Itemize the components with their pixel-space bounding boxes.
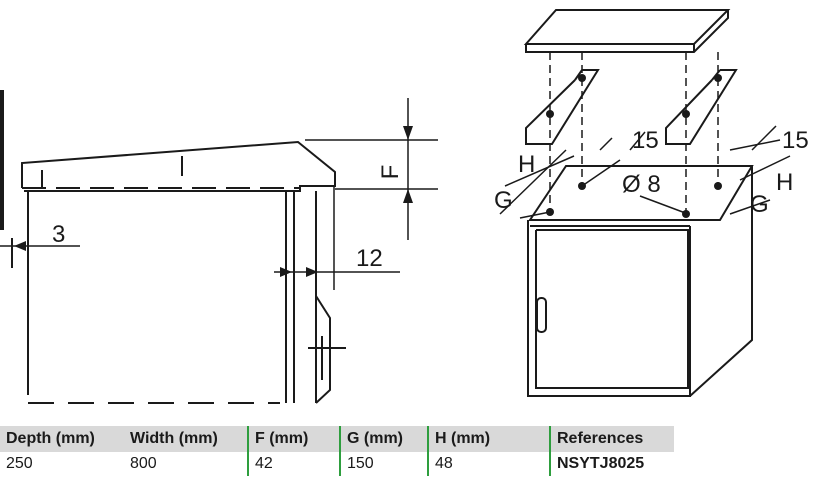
header-h: H (mm) [427,426,550,452]
dim-label-g-left: G [494,187,513,214]
dim-label-f: F [377,165,404,180]
dim-label-h-right: H [776,169,793,196]
dim-label-diameter: Ø 8 [622,171,661,198]
cell-reference: NSYTJ8025 [549,452,674,476]
header-width: Width (mm) [124,426,248,452]
dim-label-12: 12 [356,245,383,272]
cell-f: 42 [247,452,340,476]
dim-label-g-right: G [750,191,769,218]
header-g: G (mm) [339,426,428,452]
header-references: References [549,426,674,452]
cell-h: 48 [427,452,550,476]
iso-view [499,9,791,397]
cell-g: 150 [339,452,428,476]
header-f: F (mm) [247,426,340,452]
technical-drawing: 3 12 F G H 15 Ø 8 15 H G [0,9,809,404]
dim-label-15-left: 15 [632,127,659,154]
spec-table: Depth (mm) Width (mm) F (mm) G (mm) H (m… [0,426,674,476]
header-depth: Depth (mm) [0,426,124,452]
side-view [0,90,438,404]
dim-label-3: 3 [52,221,65,248]
dim-label-h-left: H [518,151,535,178]
cell-depth: 250 [6,455,33,472]
spec-header-row: Depth (mm) Width (mm) F (mm) G (mm) H (m… [0,426,674,452]
table-row: 250 800 42 150 48 NSYTJ8025 [0,452,674,476]
dim-label-15-right: 15 [782,127,809,154]
cell-width: 800 [130,455,157,472]
